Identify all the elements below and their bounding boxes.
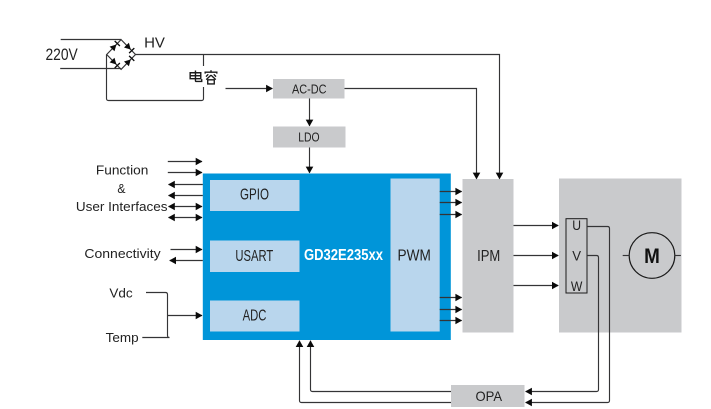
svg-text:&: & [117,181,125,196]
svg-text:GPIO: GPIO [240,187,269,204]
svg-text:GD32E235xx: GD32E235xx [304,247,383,264]
svg-text:PWM: PWM [398,247,431,264]
svg-text:V: V [572,247,581,263]
svg-text:Temp: Temp [106,330,139,345]
svg-text:Function: Function [96,163,149,178]
svg-text:AC-DC: AC-DC [292,81,327,96]
svg-text:ADC: ADC [243,308,267,325]
svg-text:LDO: LDO [298,130,319,145]
svg-text:Vdc: Vdc [109,286,133,301]
svg-text:IPM: IPM [477,248,500,265]
svg-text:U: U [572,217,581,233]
svg-text:W: W [571,278,583,294]
svg-text:220V: 220V [45,45,78,64]
svg-text:OPA: OPA [476,388,503,404]
svg-text:User Interfaces: User Interfaces [76,199,168,214]
svg-text:HV: HV [144,35,165,52]
svg-text:USART: USART [235,248,273,265]
svg-text:Connectivity: Connectivity [84,246,161,261]
svg-text:M: M [644,245,660,268]
